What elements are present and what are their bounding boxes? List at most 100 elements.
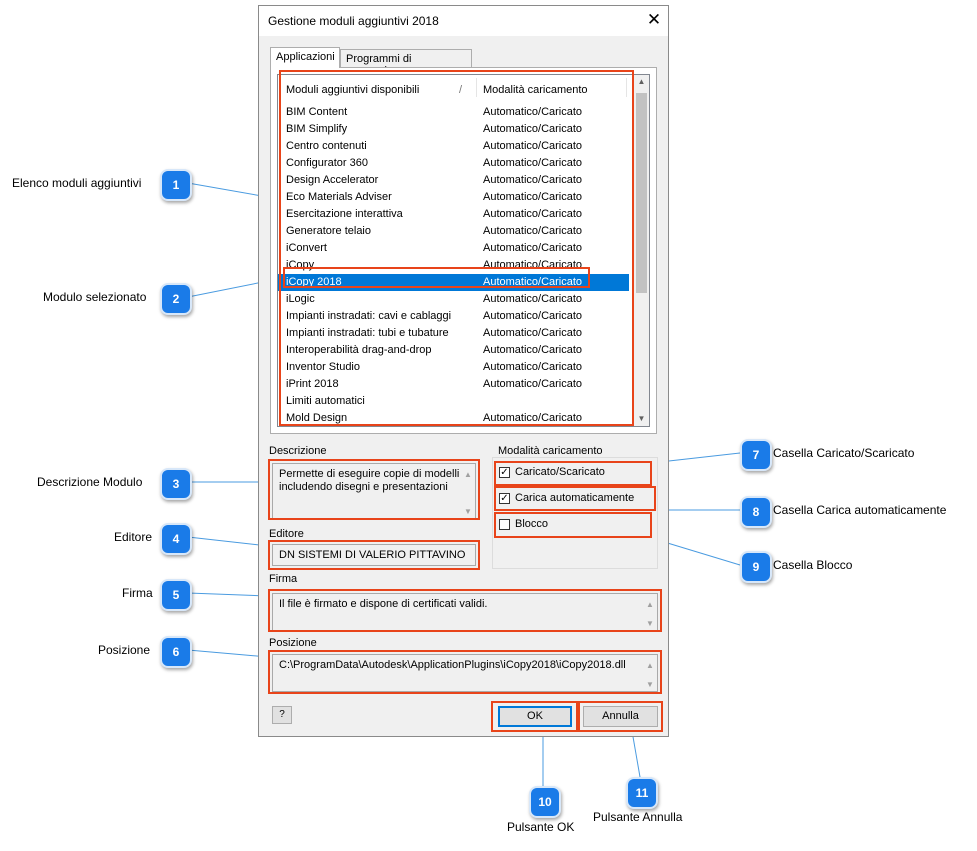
list-item[interactable]: BIM Content Automatico/Caricato: [278, 104, 629, 121]
column-separator[interactable]: [626, 78, 627, 97]
addin-load-mode: Automatico/Caricato: [483, 140, 583, 152]
loaded-checkbox-label[interactable]: Caricato/Scaricato: [515, 466, 605, 478]
load-mode-group: [492, 457, 658, 569]
addin-load-mode: Automatico/Caricato: [483, 123, 583, 135]
addin-load-mode: Automatico/Caricato: [483, 259, 583, 271]
close-icon[interactable]: ✕: [646, 10, 662, 29]
scroll-down-icon[interactable]: ▼: [646, 619, 654, 628]
column-header-mode[interactable]: Modalità caricamento: [483, 84, 588, 96]
addin-list[interactable]: Moduli aggiuntivi disponibili / Modalità…: [277, 74, 650, 427]
addin-load-mode: Automatico/Caricato: [483, 208, 583, 220]
help-icon[interactable]: ?: [272, 706, 292, 724]
description-label: Descrizione: [269, 445, 327, 457]
scroll-down-icon[interactable]: ▼: [464, 507, 472, 516]
scroll-down-icon[interactable]: ▼: [637, 414, 646, 423]
load-mode-label: Modalità caricamento: [496, 445, 605, 457]
list-item[interactable]: BIM Simplify Automatico/Caricato: [278, 121, 629, 138]
list-item[interactable]: Limiti automatici: [278, 393, 629, 410]
addin-load-mode: Automatico/Caricato: [483, 327, 583, 339]
list-item[interactable]: Interoperabilità drag-and-drop Automatico…: [278, 342, 629, 359]
list-item[interactable]: Design Accelerator Automatico/Caricato: [278, 172, 629, 189]
ok-button[interactable]: OK: [498, 706, 572, 727]
scroll-up-icon[interactable]: ▲: [464, 470, 472, 479]
callout-label-2: Modulo selezionato: [43, 290, 147, 304]
addin-name: Design Accelerator: [286, 174, 379, 186]
addin-load-mode: Automatico/Caricato: [483, 344, 583, 356]
column-separator[interactable]: [476, 78, 477, 97]
scroll-up-icon[interactable]: ▲: [637, 77, 646, 86]
addin-name: iLogic: [286, 293, 315, 305]
scroll-down-icon[interactable]: ▼: [646, 680, 654, 689]
addin-manager-dialog: Gestione moduli aggiuntivi 2018 ✕ Applic…: [258, 5, 669, 737]
list-item[interactable]: Esercitazione interattiva Automatico/Cari…: [278, 206, 629, 223]
list-item[interactable]: Impianti instradati: tubi e tubature Auto…: [278, 325, 629, 342]
addin-load-mode: Automatico/Caricato: [483, 174, 583, 186]
addin-load-mode: Automatico/Caricato: [483, 412, 583, 424]
location-label: Posizione: [269, 637, 317, 649]
list-item[interactable]: iLogic Automatico/Caricato: [278, 291, 629, 308]
addin-load-mode: Automatico/Caricato: [483, 361, 583, 373]
location-field[interactable]: C:\ProgramData\Autodesk\ApplicationPlugi…: [272, 654, 658, 692]
callout-label-4: Editore: [114, 530, 153, 544]
addin-name: iCopy: [286, 259, 315, 271]
callout-label-11: Pulsante Annulla: [593, 810, 683, 824]
signature-text: Il file è firmato e dispone di certifica…: [279, 598, 488, 610]
loaded-checkbox[interactable]: ✓: [499, 467, 510, 478]
scroll-up-icon[interactable]: ▲: [646, 600, 654, 609]
sort-indicator-icon: /: [459, 84, 463, 96]
publisher-label: Editore: [269, 528, 304, 540]
addin-name: BIM Simplify: [286, 123, 348, 135]
list-header: Moduli aggiuntivi disponibili / Modalità…: [278, 75, 635, 100]
addin-name: BIM Content: [286, 106, 348, 118]
addin-name: Esercitazione interattiva: [286, 208, 403, 220]
addin-name: Configurator 360: [286, 157, 368, 169]
addin-name: Impianti instradati: cavi e cablaggi: [286, 310, 452, 322]
list-item[interactable]: iCopy Automatico/Caricato: [278, 257, 629, 274]
callout-label-3: Descrizione Modulo: [37, 475, 143, 489]
block-checkbox[interactable]: [499, 519, 510, 530]
callout-badge-1: 1: [160, 169, 192, 201]
addin-name: Eco Materials Adviser: [286, 191, 392, 203]
addin-load-mode: Automatico/Caricato: [483, 157, 583, 169]
auto-load-checkbox[interactable]: ✓: [499, 493, 510, 504]
publisher-field[interactable]: DN SISTEMI DI VALERIO PITTAVINO: [272, 544, 476, 566]
callout-badge-5: 5: [160, 579, 192, 611]
signature-label: Firma: [269, 573, 298, 585]
tab-programmi-conversione[interactable]: Programmi di conversione: [340, 49, 472, 77]
addin-load-mode: Automatico/Caricato: [483, 293, 583, 305]
addin-name: Impianti instradati: tubi e tubature: [286, 327, 449, 339]
callout-badge-4: 4: [160, 523, 192, 555]
cancel-button[interactable]: Annulla: [583, 706, 658, 727]
callout-label-6: Posizione: [98, 643, 151, 657]
list-item[interactable]: iPrint 2018 Automatico/Caricato: [278, 376, 629, 393]
scrollbar-thumb[interactable]: [636, 93, 647, 293]
description-line-2: includendo disegni e presentazioni: [279, 481, 448, 493]
callout-badge-7: 7: [740, 439, 772, 471]
addin-load-mode: Automatico/Caricato: [483, 378, 583, 390]
addin-name: iConvert: [286, 242, 327, 254]
addin-name: iPrint 2018: [286, 378, 339, 390]
scroll-up-icon[interactable]: ▲: [646, 661, 654, 670]
signature-field[interactable]: Il file è firmato e dispone di certifica…: [272, 593, 658, 631]
description-line-1: Permette di eseguire copie di modelli: [279, 468, 460, 480]
addin-load-mode: Automatico/Caricato: [483, 310, 583, 322]
column-header-name[interactable]: Moduli aggiuntivi disponibili: [286, 84, 420, 96]
block-checkbox-label[interactable]: Blocco: [515, 518, 549, 530]
list-scrollbar[interactable]: ▲ ▼: [634, 75, 649, 426]
tab-applicazioni[interactable]: Applicazioni: [270, 47, 340, 68]
list-item[interactable]: Configurator 360 Automatico/Caricato: [278, 155, 629, 172]
addin-name: Interoperabilità drag-and-drop: [286, 344, 432, 356]
auto-load-checkbox-label[interactable]: Carica automaticamente: [515, 492, 635, 504]
callout-badge-2: 2: [160, 283, 192, 315]
description-field[interactable]: Permette di eseguire copie di modelli in…: [272, 463, 476, 519]
list-item[interactable]: Impianti instradati: cavi e cablaggi Auto…: [278, 308, 629, 325]
addin-name: Generatore telaio: [286, 225, 371, 237]
addin-load-mode: Automatico/Caricato: [483, 106, 583, 118]
